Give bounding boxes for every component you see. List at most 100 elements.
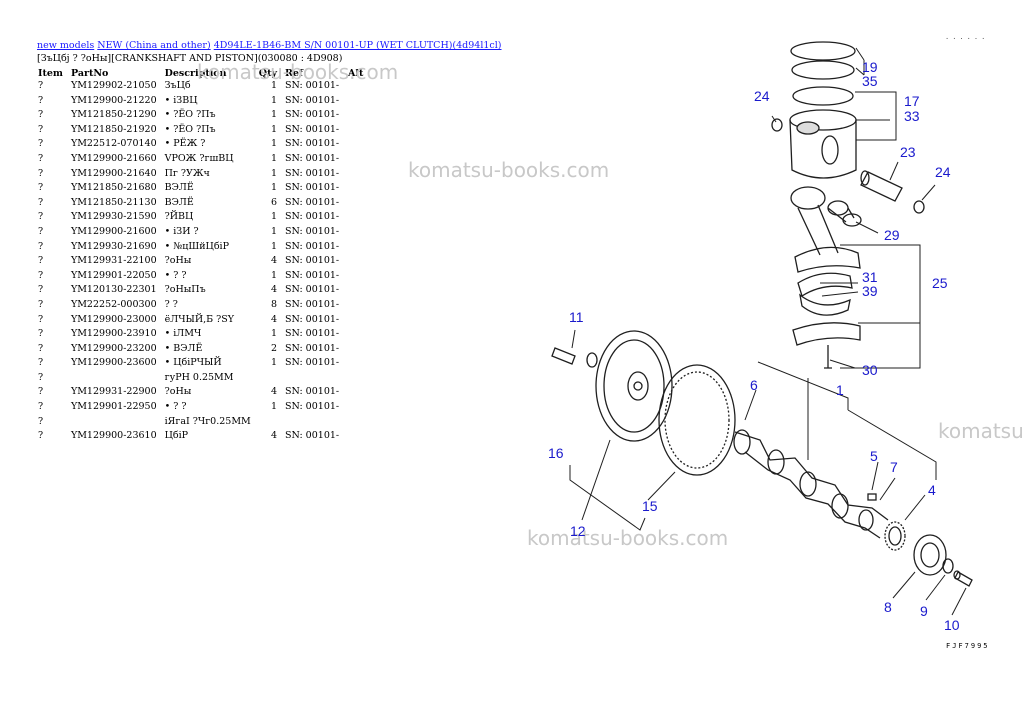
callout-label: 30 — [862, 362, 878, 378]
row-ref: SN: 00101- — [284, 182, 340, 194]
row-ref: SN: 00101- — [284, 284, 340, 296]
row-item: ? — [38, 196, 44, 208]
row-partno: YM22252-000300 — [70, 298, 157, 310]
row-partno: YM129902-21050 — [70, 80, 157, 91]
row-qty: 1 — [270, 182, 277, 194]
row-item: ? — [38, 269, 44, 281]
snap-ring — [771, 118, 783, 132]
row-alt — [344, 124, 367, 139]
row-description: ёЛЧЫЙ,Б ?SY — [164, 313, 235, 325]
row-alt — [344, 241, 367, 256]
header-qty: Qty — [258, 67, 277, 79]
row-ref: SN: 00101- — [284, 196, 340, 208]
breadcrumb-region-link[interactable]: NEW (China and other) — [97, 40, 211, 51]
callout-label: 15 — [642, 498, 658, 514]
row-ref: SN: 00101- — [284, 152, 340, 164]
row-description: • ? ? — [164, 401, 187, 413]
row-alt — [344, 270, 367, 285]
row-ref: SN: 00101- — [284, 357, 340, 369]
row-description: • ? ? — [164, 269, 187, 281]
row-partno: YM129900-21660 — [70, 152, 157, 164]
row-item: ? — [38, 211, 44, 223]
callout-label: 33 — [904, 108, 920, 124]
row-qty: 8 — [270, 298, 277, 310]
row-description: • ЦбіРЧЫЙ — [164, 357, 222, 369]
bushing — [827, 200, 862, 227]
bearing-shell — [799, 293, 851, 316]
breadcrumb-model-link[interactable]: 4D94LE-1B46-BM S/N 00101-UP (WET CLUTCH)… — [213, 40, 502, 51]
row-partno: YM129900-23910 — [70, 328, 157, 340]
parts-table: Item PartNo Description Qty Ref Alt ?YM1… — [34, 66, 367, 445]
table-row: ? іЯгаІ ?Чг0.25MM — [34, 416, 367, 431]
row-alt — [344, 416, 367, 431]
table-header-row: Item PartNo Description Qty Ref Alt — [34, 66, 367, 80]
breadcrumb-new-models-link[interactable]: new models — [37, 40, 95, 51]
row-item: ? — [38, 371, 44, 383]
row-qty: 1 — [270, 123, 277, 135]
piston-ring — [791, 60, 855, 80]
row-partno: YM129900-21640 — [70, 167, 157, 179]
row-item: ? — [38, 182, 44, 194]
row-partno — [67, 416, 161, 431]
watermark: komatsu-books.com — [527, 526, 729, 550]
callout-label: 7 — [890, 459, 898, 475]
header-alt: Alt — [347, 67, 364, 79]
callout-label: 11 — [569, 309, 584, 325]
header-description: Description — [164, 67, 227, 79]
row-qty: 4 — [270, 284, 277, 296]
row-partno: YM129900-23610 — [70, 430, 157, 442]
row-description: • іЗИ ? — [164, 225, 199, 237]
row-alt — [344, 138, 367, 153]
ring-gear — [658, 364, 736, 476]
row-qty: 1 — [270, 401, 277, 413]
callout-label: 10 — [944, 617, 960, 633]
row-item: ? — [38, 80, 44, 91]
row-description: ВЭЛЁ — [164, 182, 194, 194]
row-item: ? — [38, 123, 44, 135]
row-qty: 1 — [270, 240, 277, 252]
snap-ring — [913, 200, 925, 214]
drawing-code: FJF7995 — [946, 642, 990, 650]
row-qty: 1 — [270, 328, 277, 340]
row-item: ? — [38, 138, 44, 150]
row-item: ? — [38, 415, 44, 427]
row-alt — [344, 284, 367, 299]
row-partno: YM129931-22100 — [70, 255, 157, 267]
row-item: ? — [38, 328, 44, 340]
corner-marks: ...... — [945, 33, 989, 41]
row-qty — [255, 372, 281, 387]
row-item: ? — [38, 284, 44, 296]
table-row: ?гуРН 0.25MM — [34, 372, 367, 387]
callout-label: 17 — [904, 93, 920, 109]
row-partno — [67, 372, 161, 387]
key — [867, 493, 877, 501]
row-alt — [344, 255, 367, 270]
row-partno: YM121850-21290 — [70, 109, 157, 121]
row-description: ? ? — [164, 298, 178, 310]
rod-cap — [792, 322, 861, 346]
row-ref: SN: 00101- — [284, 298, 340, 310]
row-ref: SN: 00101- — [284, 342, 340, 354]
flywheel — [595, 330, 673, 442]
row-qty: 1 — [270, 269, 277, 281]
callout-label: 23 — [900, 144, 916, 160]
row-qty: 1 — [270, 225, 277, 237]
pulley-bolt — [953, 570, 973, 587]
row-alt — [344, 343, 367, 358]
row-description: • іЛМЧ — [164, 328, 202, 340]
row-item: ? — [38, 401, 44, 413]
row-ref: SN: 00101- — [284, 94, 340, 106]
row-ref: SN: 00101- — [284, 167, 340, 179]
row-qty: 1 — [270, 138, 277, 150]
callout-label: 29 — [884, 227, 900, 243]
row-description: іЯгаІ ?Чг0.25MM — [164, 415, 251, 427]
